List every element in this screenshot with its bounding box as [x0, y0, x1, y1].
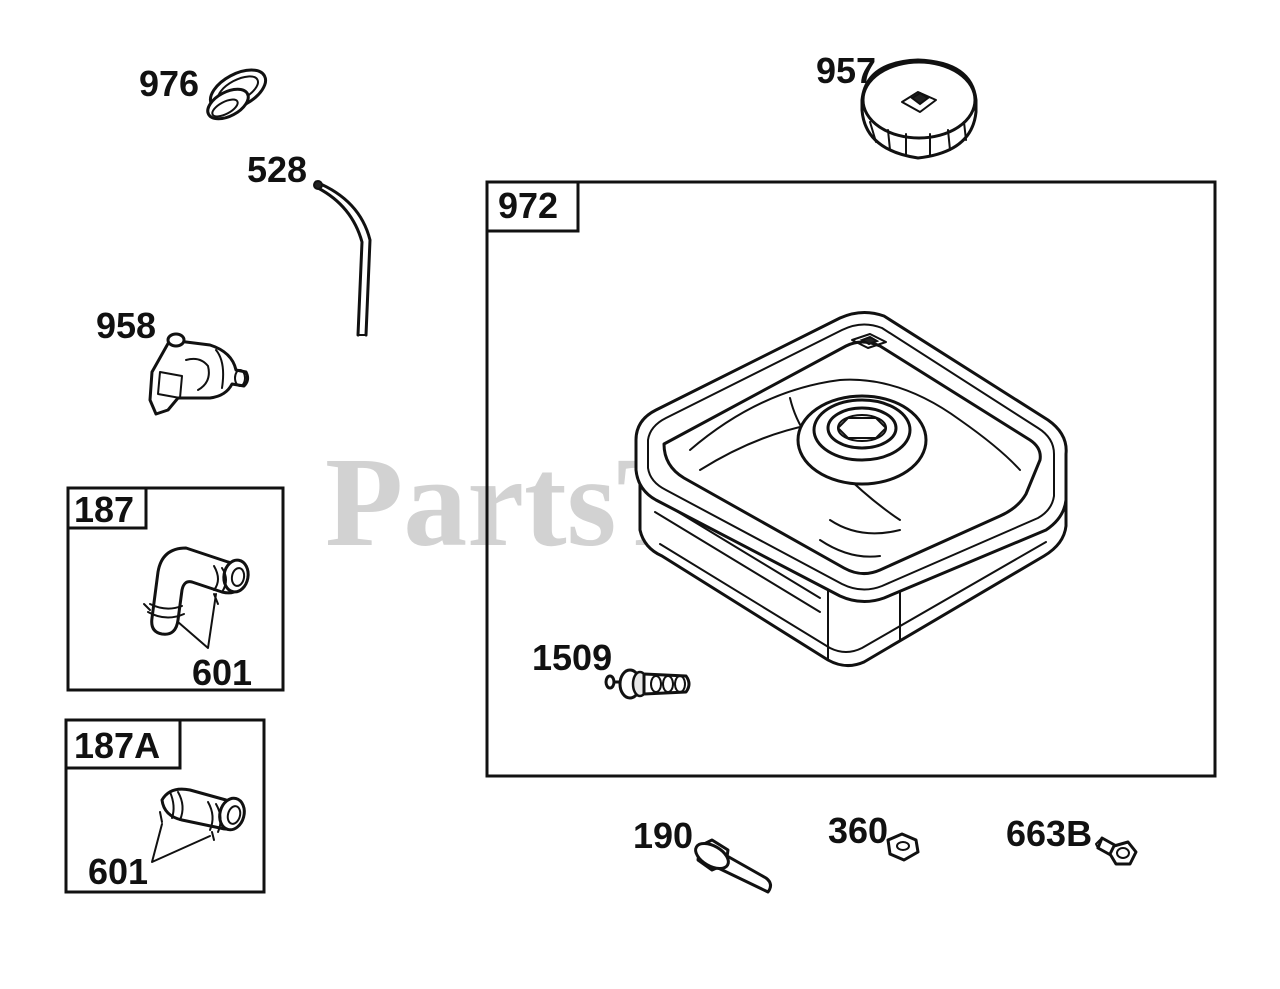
label-528[interactable]: 528 — [247, 149, 307, 190]
label-957[interactable]: 957 — [816, 50, 876, 91]
part-360-nut[interactable] — [886, 832, 920, 862]
part-976-grommet[interactable] — [203, 62, 272, 125]
label-601-187[interactable]: 601 — [192, 652, 252, 693]
label-190[interactable]: 190 — [633, 815, 693, 856]
label-663b[interactable]: 663B — [1006, 813, 1092, 854]
label-1509[interactable]: 1509 — [532, 637, 612, 678]
label-976[interactable]: 976 — [139, 63, 199, 104]
label-958[interactable]: 958 — [96, 305, 156, 346]
label-360[interactable]: 360 — [828, 810, 888, 851]
label-601-187a[interactable]: 601 — [88, 851, 148, 892]
label-187[interactable]: 187 — [74, 489, 134, 530]
box-187 — [66, 486, 285, 692]
label-972[interactable]: 972 — [498, 185, 558, 226]
part-958-fuel-valve[interactable] — [148, 332, 250, 416]
part-601-hose-187a[interactable] — [159, 787, 248, 841]
box-972 — [485, 180, 1217, 778]
part-528-hose[interactable] — [313, 180, 372, 337]
part-972-fuel-tank[interactable] — [634, 311, 1068, 667]
part-601-elbow-187[interactable] — [143, 546, 251, 636]
part-957-fuel-cap[interactable] — [860, 58, 978, 160]
box-187a-tab — [64, 718, 182, 770]
leader-601-187a — [151, 823, 211, 863]
part-190-bolt[interactable] — [691, 838, 773, 894]
label-187a[interactable]: 187A — [74, 725, 160, 766]
box-187-tab — [66, 486, 148, 530]
part-663b-screw[interactable] — [1095, 836, 1138, 866]
box-972-tab — [485, 180, 580, 233]
leader-601-187 — [177, 593, 217, 649]
part-1509-bushing[interactable] — [604, 668, 691, 700]
